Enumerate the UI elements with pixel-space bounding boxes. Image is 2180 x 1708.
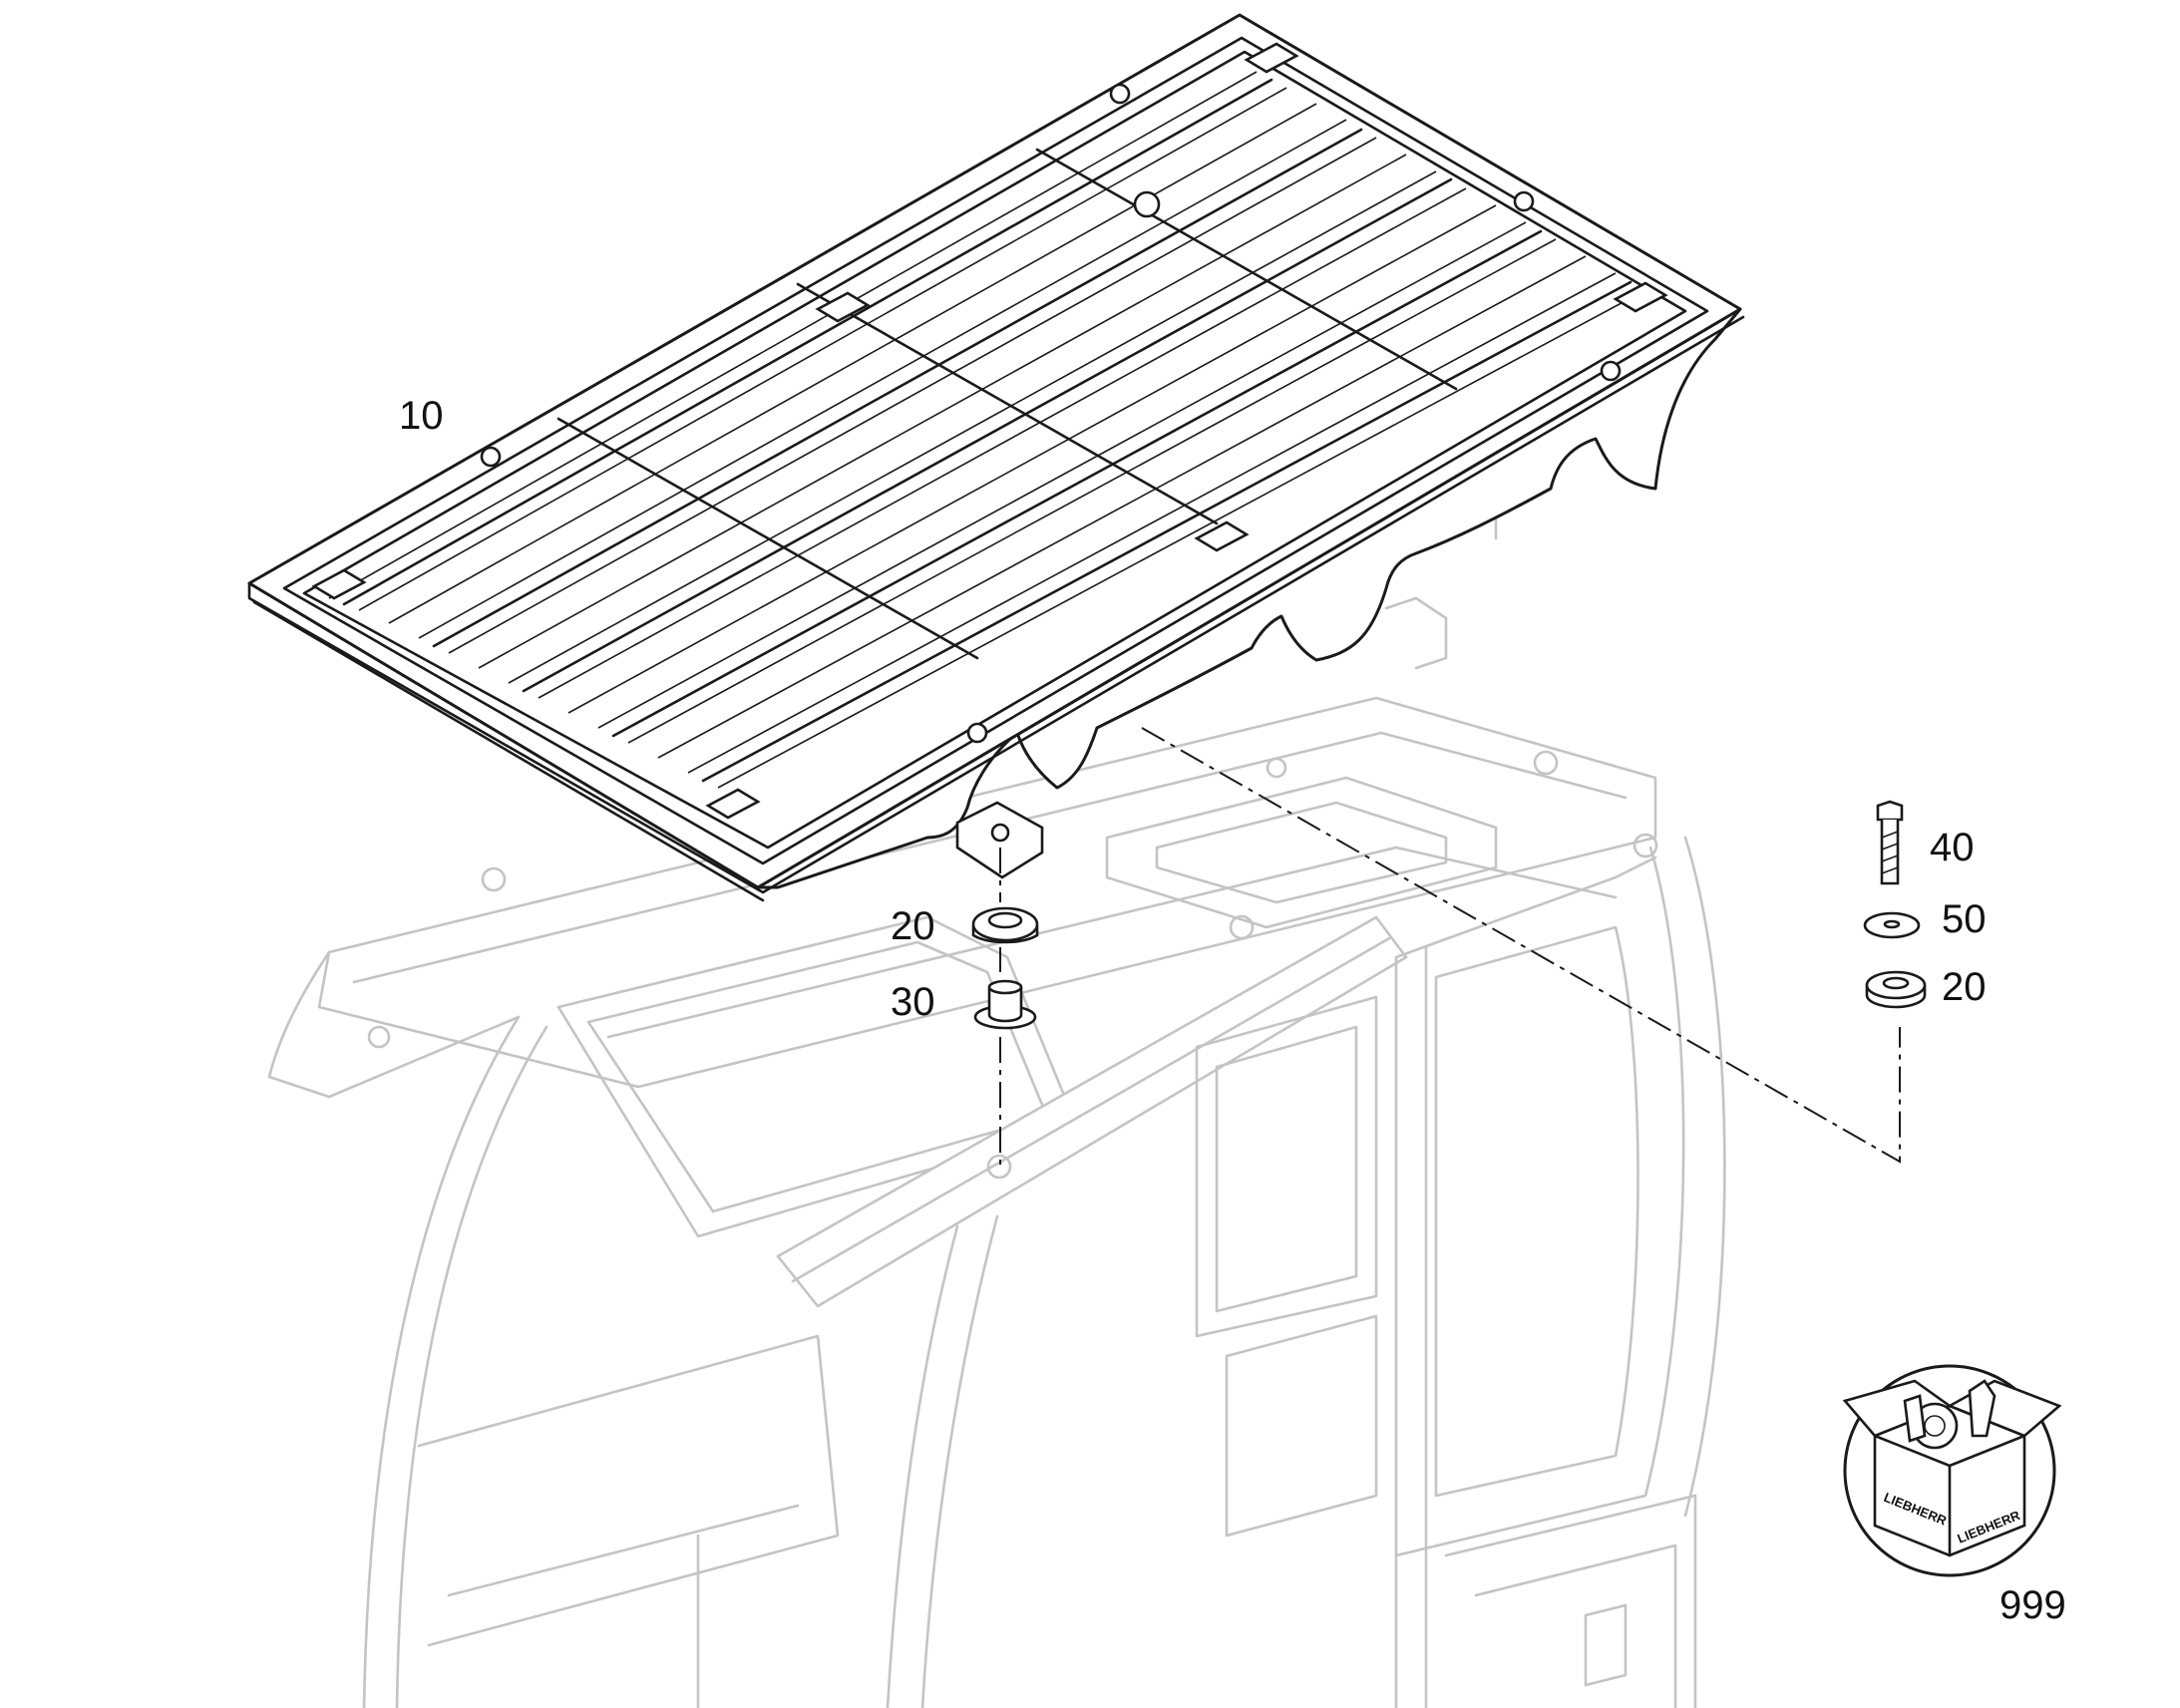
roof-panel-part: [247, 13, 1745, 902]
callout-40: 40: [1930, 826, 1975, 869]
washer: [1863, 911, 1921, 939]
assembly-lines: [999, 727, 1901, 1165]
callout-20-right: 20: [1942, 965, 1987, 1009]
callout-999: 999: [1999, 1583, 2066, 1627]
callout-10: 10: [399, 394, 444, 438]
callout-50: 50: [1942, 897, 1987, 941]
roof-mount-bracket: [955, 801, 1044, 879]
cab-frame: [267, 507, 1726, 1708]
rubber-buffer-left: [971, 906, 1039, 944]
callout-30: 30: [891, 980, 935, 1024]
spacer-sleeve: [973, 979, 1037, 1030]
screw: [1876, 800, 1904, 885]
rubber-buffer-right: [1865, 970, 1927, 1009]
kit-badge: LIEBHERR LIEBHERR: [1842, 1364, 2062, 1577]
callout-20-left: 20: [891, 904, 935, 948]
